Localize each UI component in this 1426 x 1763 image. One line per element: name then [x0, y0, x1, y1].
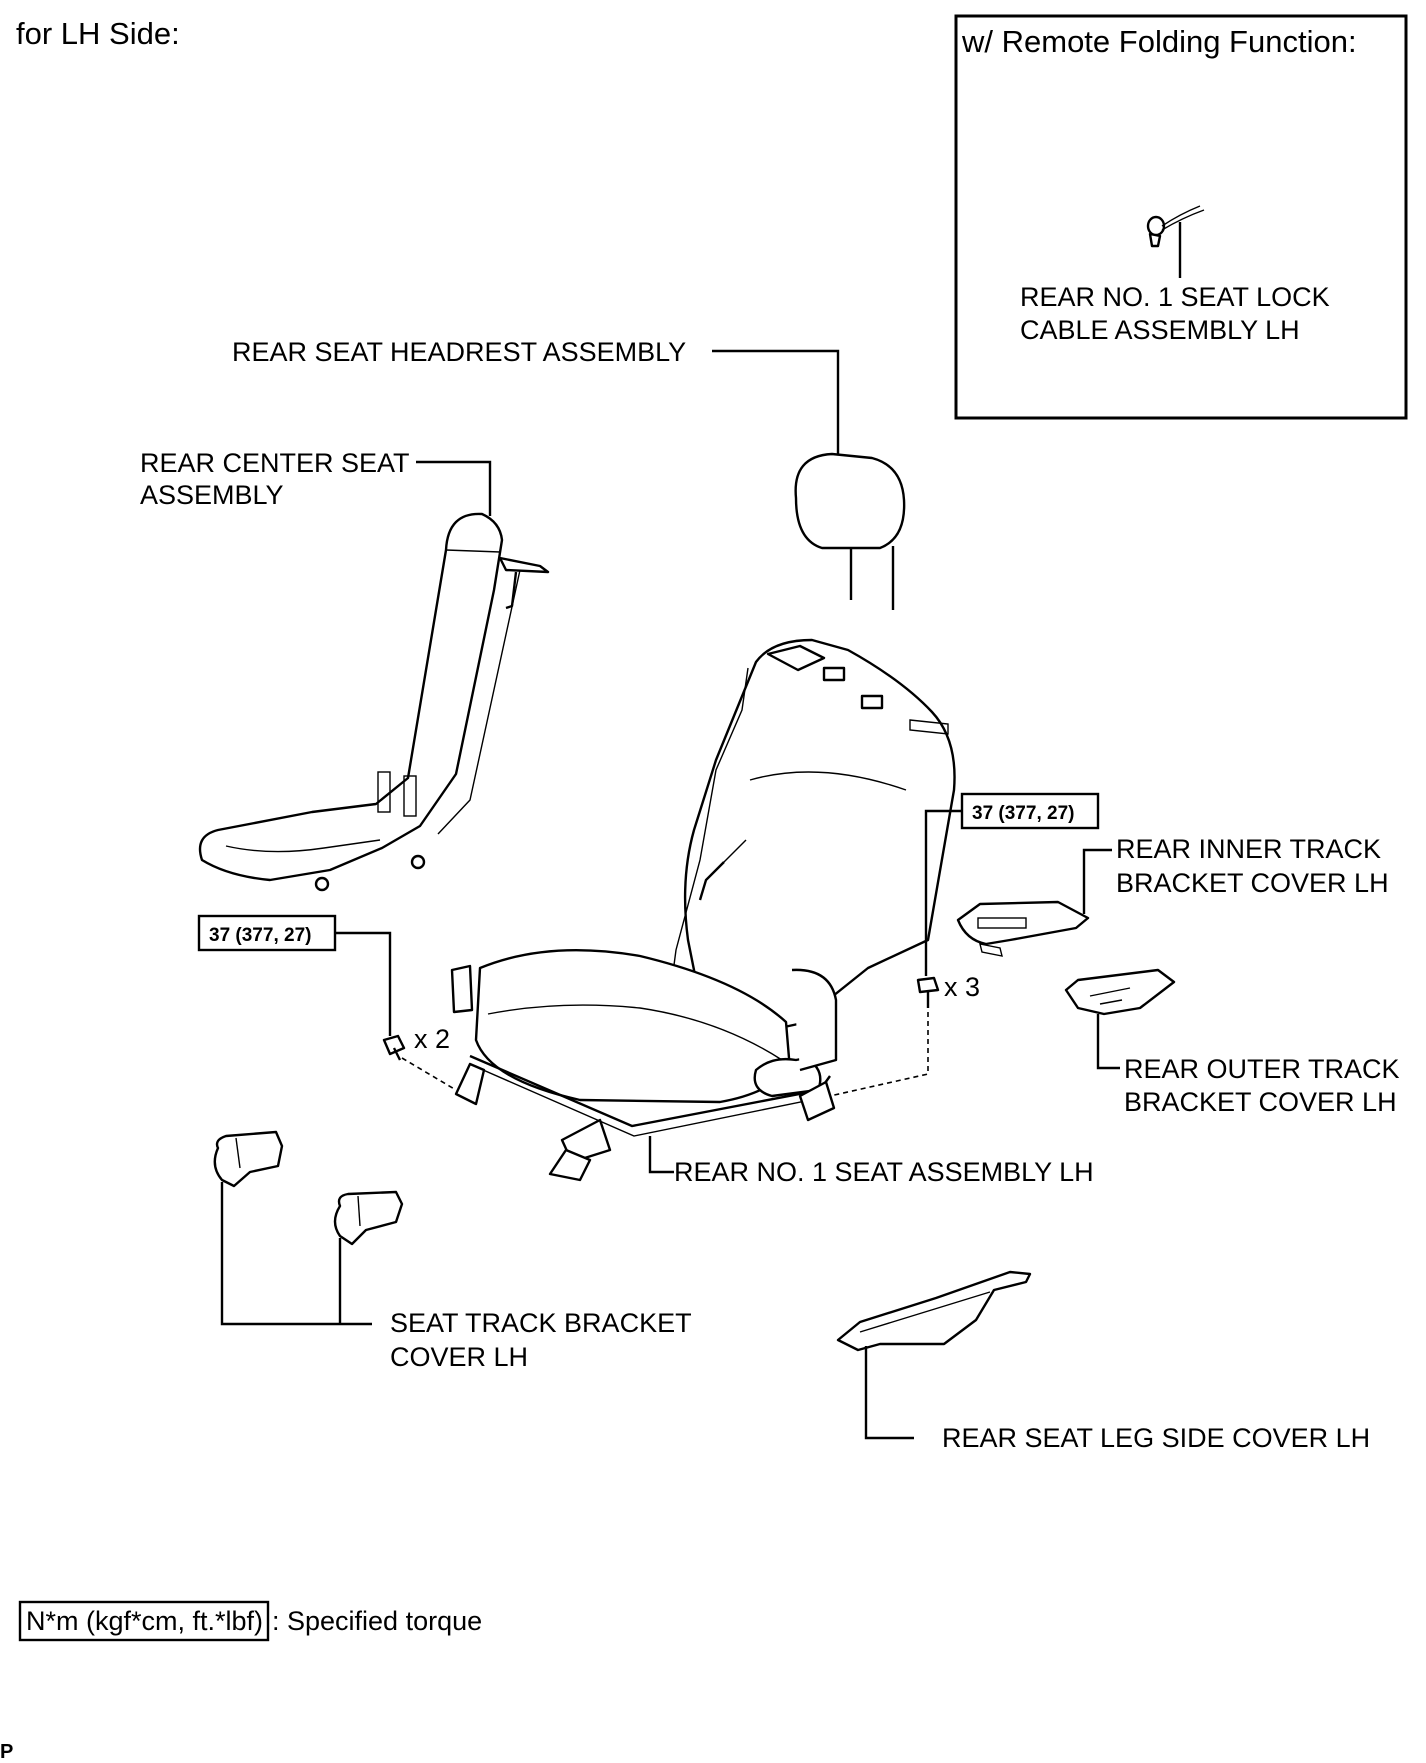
headrest-icon [794, 452, 906, 610]
seat-lock-cable-icon [1146, 205, 1205, 278]
left-bolt-dash [401, 1057, 457, 1091]
left-bolt-icon [382, 1034, 406, 1061]
left-torque-value: 37 (377, 27) [209, 925, 311, 946]
outer-cover-label-line1: REAR OUTER TRACK [1124, 1054, 1400, 1084]
right-torque-box [960, 792, 1100, 830]
headrest-label: REAR SEAT HEADREST ASSEMBLY [232, 337, 686, 367]
inner-track-cover-icon [956, 900, 1090, 957]
seat-assembly-icon [450, 638, 956, 1182]
center-seat-label-line2: ASSEMBLY [140, 480, 284, 510]
right-bolt-qty: x 3 [944, 972, 980, 1002]
outer-cover-leader [1096, 1014, 1120, 1070]
track-cover-label-line2: COVER LH [390, 1342, 528, 1372]
left-torque-leader [335, 931, 392, 1036]
side-label: for LH Side: [16, 16, 180, 51]
outer-track-cover-icon [1064, 968, 1176, 1016]
legend-unit-text: N*m (kgf*cm, ft.*lbf) [26, 1606, 263, 1636]
right-torque-leader [924, 809, 962, 976]
headrest-leader [712, 349, 840, 454]
center-seat-leader [416, 460, 492, 516]
left-torque-callout: 37 (377, 27) x 2 [197, 914, 457, 1091]
footer-code: P [0, 1741, 13, 1763]
track-cover-right-icon [333, 1190, 404, 1246]
right-bolt-dash [829, 1012, 929, 1097]
track-cover-leader [220, 1182, 372, 1326]
leg-cover-leader [864, 1346, 914, 1440]
right-bolt-icon [916, 976, 940, 1008]
inner-cover-leader [1082, 848, 1112, 914]
inner-cover-label-line2: BRACKET COVER LH [1116, 868, 1389, 898]
legend-description: : Specified torque [272, 1606, 482, 1636]
inset-part-label-line2: CABLE ASSEMBLY LH [1020, 315, 1300, 345]
seat-assembly-label: REAR NO. 1 SEAT ASSEMBLY LH [674, 1157, 1094, 1187]
inner-cover-label-line1: REAR INNER TRACK [1116, 834, 1381, 864]
right-torque-callout: 37 (377, 27) x 3 [829, 792, 1100, 1097]
leg-cover-label: REAR SEAT LEG SIDE COVER LH [942, 1423, 1370, 1453]
seat-assembly-leader [648, 1136, 674, 1174]
inset-title: w/ Remote Folding Function: [961, 24, 1357, 59]
inset-part-label-line1: REAR NO. 1 SEAT LOCK [1020, 282, 1330, 312]
leg-side-cover-icon [836, 1270, 1032, 1352]
outer-cover-label-line2: BRACKET COVER LH [1124, 1087, 1397, 1117]
track-cover-label-line1: SEAT TRACK BRACKET [390, 1308, 692, 1338]
right-torque-value: 37 (377, 27) [972, 803, 1074, 824]
track-cover-left-icon [213, 1130, 284, 1188]
remote-folding-inset: w/ Remote Folding Function: REAR NO. 1 S… [954, 14, 1408, 420]
left-torque-box [197, 914, 337, 952]
inset-frame [954, 14, 1408, 420]
center-seat-label-line1: REAR CENTER SEAT [140, 448, 410, 478]
torque-legend: N*m (kgf*cm, ft.*lbf) : Specified torque [18, 1600, 482, 1642]
center-seat-icon [198, 512, 550, 892]
legend-unit-box [18, 1600, 270, 1642]
left-bolt-qty: x 2 [414, 1024, 450, 1054]
